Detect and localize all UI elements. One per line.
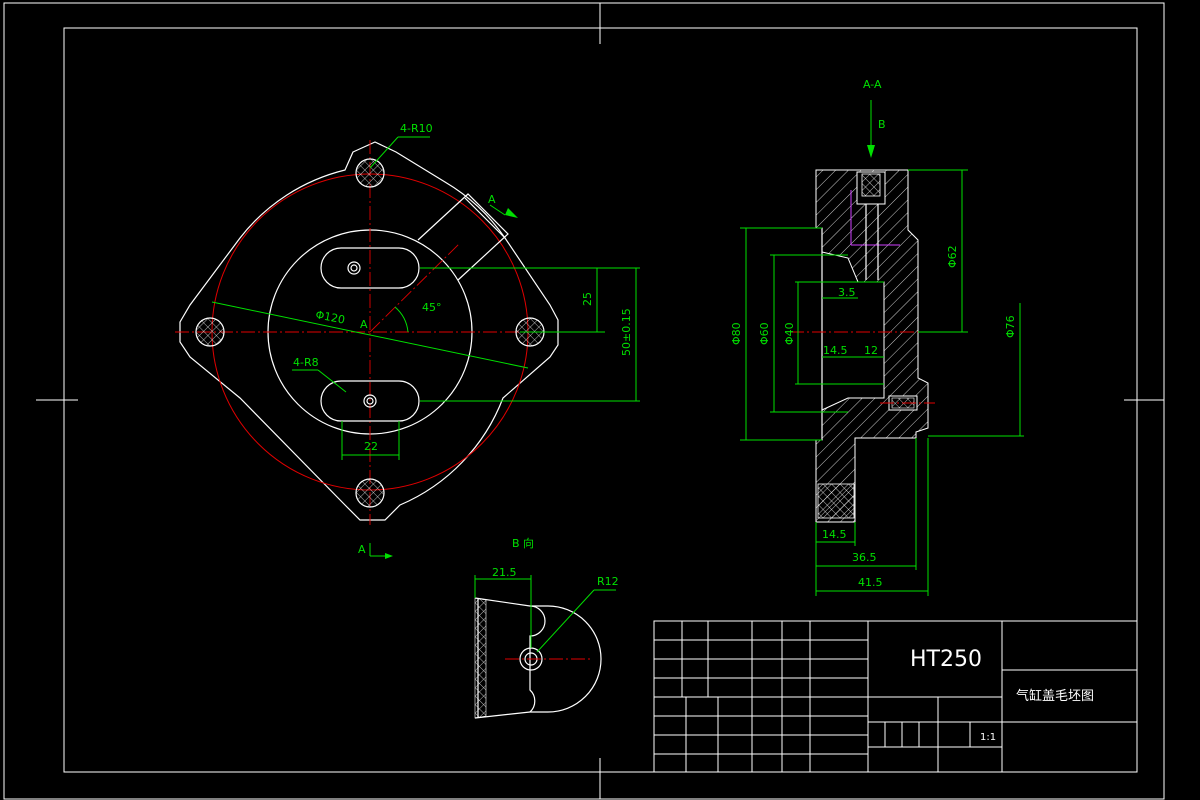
leader-r8	[317, 369, 347, 393]
dim-dia120-line	[211, 301, 529, 369]
cut-label-bottom: A	[358, 543, 366, 556]
dim-41-5: 41.5	[858, 576, 883, 589]
dim-dia40: Φ40	[783, 322, 796, 345]
cut-label-top: A	[488, 193, 496, 206]
dim-dia120: Φ120	[314, 308, 346, 326]
bolt-hole-left	[195, 317, 225, 347]
b-view-label: B 向	[512, 536, 534, 550]
part-name-text: 气缸盖毛坯图	[1016, 688, 1094, 704]
dim-dia76: Φ76	[1004, 315, 1017, 338]
dim-50: 50±0.15	[620, 308, 633, 356]
b-view-outline	[474, 597, 602, 719]
material-text: HT250	[910, 647, 982, 672]
dim-25: 25	[581, 292, 594, 306]
sheet-border	[3, 2, 1165, 800]
angle-arc	[394, 306, 409, 333]
dim-14-5-inner: 14.5	[823, 344, 848, 357]
title-block: HT250 气缸盖毛坯图 1:1	[653, 620, 1138, 773]
slot-bottom-hole	[363, 394, 377, 408]
section-body	[815, 169, 929, 523]
center-label: A	[360, 318, 368, 331]
leader-r12	[536, 589, 595, 653]
flange-outline	[179, 141, 559, 521]
slot-top-hole	[347, 261, 361, 275]
view-label: B	[878, 118, 886, 131]
b-view: B 向 21.5 R12	[474, 536, 619, 719]
section-label: A-A	[863, 78, 882, 91]
front-view: A A A Φ120 4-R10 4-R8 45° 22 25 50±0.15	[175, 122, 640, 559]
angled-port	[417, 193, 509, 281]
section-view: A-A B Φ80 Φ60 Φ40 Φ62	[730, 78, 1024, 596]
bolt-hole-top	[355, 158, 385, 188]
diag-centerline	[369, 242, 461, 333]
dim-dia62: Φ62	[946, 245, 959, 268]
dim-angle: 45°	[422, 301, 442, 314]
dim-r10: 4-R10	[400, 122, 433, 135]
slot-top	[320, 247, 420, 289]
dim-3-5: 3.5	[838, 286, 856, 299]
dim-22: 22	[364, 440, 378, 453]
dim-r12: R12	[597, 575, 619, 588]
dim-21-5: 21.5	[492, 566, 517, 579]
dim-dia60: Φ60	[758, 322, 771, 345]
bolt-hole-bottom	[355, 478, 385, 508]
cut-arrow-top	[489, 204, 506, 216]
dim-36-5: 36.5	[852, 551, 877, 564]
dim-r8: 4-R8	[293, 356, 319, 369]
dim-12: 12	[864, 344, 878, 357]
dim-dia80: Φ80	[730, 322, 743, 345]
dim-14-5-bottom: 14.5	[822, 528, 847, 541]
leader-r10	[369, 136, 399, 169]
scale-text: 1:1	[980, 732, 996, 743]
